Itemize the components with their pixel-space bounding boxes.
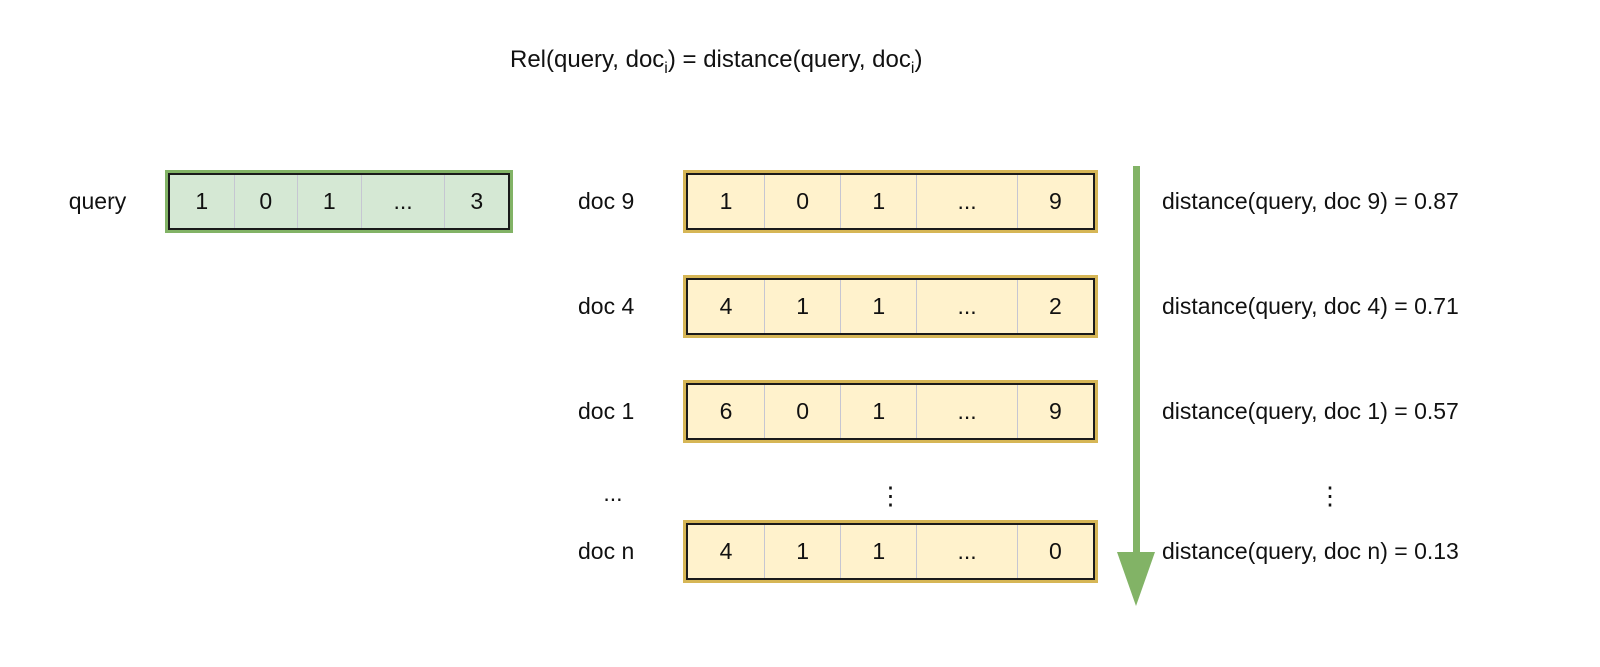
docn-cell-ellipsis: ... xyxy=(916,525,1016,578)
doc-list-ellipsis: ... xyxy=(603,480,623,506)
docn-cell-1: 1 xyxy=(764,525,840,578)
formula-middle: ) = distance(query, doc xyxy=(667,46,911,73)
doc9-cell-0: 1 xyxy=(719,188,733,214)
doc4-cell-2: 1 xyxy=(840,280,916,333)
distance-doc4: distance(query, doc 4) = 0.71 xyxy=(1162,293,1459,319)
doc4-cell-1: 1 xyxy=(764,280,840,333)
doc9-cell-2: 1 xyxy=(840,175,916,228)
doc1-label: doc 1 xyxy=(578,398,635,424)
docn-label: doc n xyxy=(578,538,635,564)
doc4-vector: 4 1 1 ... 2 xyxy=(683,275,1098,338)
query-vector: 1 0 1 ... 3 xyxy=(165,170,513,233)
doc4-cell-last: 2 xyxy=(1016,280,1093,333)
query-cell-0: 1 xyxy=(195,188,209,214)
doc1-cell-1: 0 xyxy=(764,385,840,438)
doc9-label: doc 9 xyxy=(578,188,635,214)
doc4-label: doc 4 xyxy=(578,293,635,319)
vector-column-ellipsis: ⋮ xyxy=(878,482,903,510)
doc4-vector-cells: 4 1 1 ... 2 xyxy=(686,278,1095,335)
query-cell-1: 0 xyxy=(233,175,298,228)
docn-vector: 4 1 1 ... 0 xyxy=(683,520,1098,583)
docn-cell-2: 1 xyxy=(840,525,916,578)
doc4-cell-ellipsis: ... xyxy=(916,280,1016,333)
distance-column-ellipsis: ⋮ xyxy=(1317,482,1343,510)
doc9-vector: 1 0 1 ... 9 xyxy=(683,170,1098,233)
query-cell-last: 3 xyxy=(444,175,508,228)
formula-subscript-i: i xyxy=(664,59,668,77)
distance-doc9: distance(query, doc 9) = 0.87 xyxy=(1162,188,1459,214)
formula-suffix: ) xyxy=(914,46,923,73)
formula-prefix: Rel(query, doc xyxy=(510,46,665,73)
docn-cell-0: 4 xyxy=(719,538,733,564)
doc9-cell-last: 9 xyxy=(1016,175,1093,228)
query-vector-cells: 1 0 1 ... 3 xyxy=(168,173,510,230)
distance-doc1: distance(query, doc 1) = 0.57 xyxy=(1162,398,1459,424)
distance-docn: distance(query, doc n) = 0.13 xyxy=(1162,538,1459,564)
doc9-cell-1: 0 xyxy=(764,175,840,228)
doc1-cell-0: 6 xyxy=(719,398,733,424)
doc1-vector: 6 0 1 ... 9 xyxy=(683,380,1098,443)
doc1-cell-last: 9 xyxy=(1016,385,1093,438)
doc9-vector-cells: 1 0 1 ... 9 xyxy=(686,173,1095,230)
doc1-vector-cells: 6 0 1 ... 9 xyxy=(686,383,1095,440)
query-cell-2: 1 xyxy=(297,175,361,228)
formula-subscript-i2: i xyxy=(910,59,915,77)
query-label: query xyxy=(68,188,127,214)
ranking-arrow-icon xyxy=(1117,166,1155,606)
docn-vector-cells: 4 1 1 ... 0 xyxy=(686,523,1095,580)
formula-title: Rel(query, doci) = distance(query, doci) xyxy=(510,46,923,77)
docn-cell-last: 0 xyxy=(1016,525,1093,578)
doc1-cell-2: 1 xyxy=(840,385,916,438)
query-cell-ellipsis: ... xyxy=(360,175,445,228)
doc1-cell-ellipsis: ... xyxy=(916,385,1016,438)
doc9-cell-ellipsis: ... xyxy=(916,175,1016,228)
doc4-cell-0: 4 xyxy=(719,293,733,319)
